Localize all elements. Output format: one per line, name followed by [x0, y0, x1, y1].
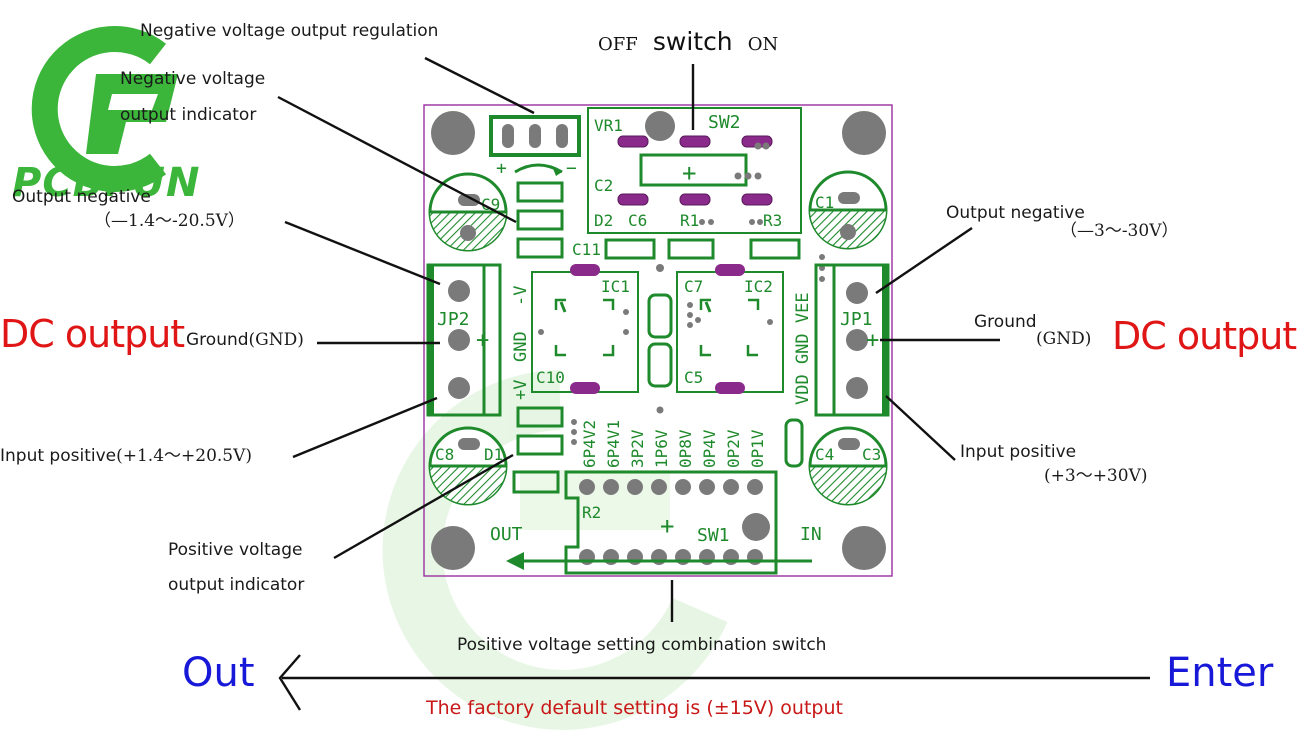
- enter-label: Enter: [1166, 650, 1274, 696]
- silk-sw2-plus: +: [682, 159, 696, 187]
- label-input-pos-right-2: (+3～+30V): [1044, 466, 1148, 486]
- input-pos-left-range: (+1.4～+20.5V): [116, 446, 253, 466]
- label-neg-regulation: Negative voltage output regulation: [140, 21, 439, 41]
- logo-text: PCBFUN: [12, 160, 201, 206]
- jp2-terminal: [426, 263, 502, 417]
- silk-jp2: JP2: [437, 309, 470, 330]
- silkscreen-labels: VR1 SW2 C2 D2 C6 R1 R3 + − + C9 C1 C11 I…: [435, 112, 881, 546]
- silk-r1: R1: [680, 211, 699, 230]
- leader-lines: [277, 56, 1150, 711]
- silk-c10: C10: [536, 368, 565, 387]
- capacitor-c4: [808, 426, 888, 506]
- smd-parts-mid: [604, 238, 804, 468]
- silk-c3: C3: [862, 445, 881, 464]
- silk-c8: C8: [435, 445, 454, 464]
- silk-pos-v: +V: [511, 380, 531, 400]
- silk-jp1-plus: +: [866, 328, 879, 353]
- board-flow-arrow: [506, 552, 812, 570]
- silk-vr1: VR1: [594, 116, 623, 135]
- silk-c9: C9: [481, 195, 500, 214]
- label-out-neg-left-2: （—1.4～-20.5V）: [94, 211, 245, 231]
- label-out-neg-right-1: Output negative: [946, 203, 1085, 223]
- label-neg-indicator-1: Negative voltage: [120, 69, 266, 89]
- switch-label-6: 0P2V: [724, 429, 743, 468]
- label-out-neg-left-1: Output negative: [12, 187, 151, 207]
- ground-left-gnd: (GND): [248, 330, 304, 350]
- silk-c2: C2: [594, 176, 613, 195]
- silk-ic1: IC1: [601, 277, 630, 296]
- silk-c6: C6: [628, 211, 647, 230]
- pcbfun-logo: PCBFUN: [8, 14, 228, 214]
- silk-c11: C11: [572, 240, 601, 259]
- input-pos-left-word: Input positive: [0, 446, 117, 466]
- out-label: Out: [182, 650, 255, 696]
- switch-label-5: 0P4V: [700, 429, 719, 468]
- silk-sw1: SW1: [697, 525, 730, 546]
- dc-output-left: DC output: [0, 312, 185, 356]
- factory-default-note: The factory default setting is (±15V) ou…: [426, 697, 843, 719]
- silk-r3: R3: [763, 211, 782, 230]
- switch-off-label: OFF: [598, 34, 638, 55]
- ic1-chip: [531, 264, 664, 394]
- switch-caption: OFF switch ON: [598, 27, 778, 56]
- silk-jp2-plus: +: [476, 328, 489, 353]
- silk-c7: C7: [684, 277, 703, 296]
- silk-sw2: SW2: [708, 112, 741, 133]
- switch-label-1: 6P4V1: [604, 420, 623, 468]
- switch-label-2: 3P2V: [628, 429, 647, 468]
- silk-sw1-plus: +: [660, 512, 674, 540]
- silk-jp1: JP1: [840, 309, 873, 330]
- silk-r2: R2: [582, 503, 601, 522]
- silk-d1: D1: [484, 445, 503, 464]
- switch-label-3: 1P6V: [652, 429, 671, 468]
- dc-output-right: DC output: [1112, 314, 1297, 358]
- capacitor-c1: [808, 170, 888, 250]
- mounting-holes: [431, 111, 886, 570]
- switch-label-7: 0P1V: [748, 429, 767, 468]
- label-input-pos-right-1: Input positive: [960, 442, 1077, 462]
- label-input-pos-left: Input positive(+1.4～+20.5V): [0, 446, 253, 467]
- switch-label-4: 0P8V: [676, 429, 695, 468]
- switch-word-label: switch: [652, 27, 733, 56]
- smd-parts-left: [512, 181, 564, 494]
- silk-c1: C1: [815, 193, 834, 212]
- label-pos-indicator-2: output indicator: [168, 575, 305, 595]
- logo-mark-icon: [31, 26, 178, 192]
- vr1-potentiometer: [489, 115, 581, 176]
- label-pos-indicator-1: Positive voltage: [168, 540, 303, 560]
- label-ground-right-2: (GND): [1036, 329, 1092, 349]
- silk-vr-plus: +: [496, 158, 507, 179]
- silk-c5: C5: [684, 368, 703, 387]
- silk-vr-minus: −: [566, 158, 577, 179]
- label-ground-right-1: Ground: [974, 312, 1037, 332]
- label-neg-indicator-2: output indicator: [120, 105, 257, 125]
- silk-in: IN: [800, 524, 822, 545]
- silk-d2: D2: [594, 211, 613, 230]
- silk-c4: C4: [815, 445, 834, 464]
- silk-neg-v: -V: [511, 286, 531, 306]
- capacitor-c8: [428, 426, 508, 506]
- label-ground-left: Ground(GND): [186, 330, 304, 351]
- capacitor-c9: [428, 172, 508, 252]
- label-out-neg-right-2: （—3～-30V）: [1060, 221, 1179, 241]
- silk-out: OUT: [490, 524, 523, 545]
- label-combo-switch: Positive voltage setting combination swi…: [457, 635, 827, 655]
- ground-left-word: Ground: [186, 330, 249, 350]
- silk-vdd-gnd-vee: VDD GND VEE: [793, 292, 813, 405]
- switch-position-labels: 6P4V2 6P4V1 3P2V 1P6V 0P8V 0P4V 0P2V 0P1V: [580, 420, 767, 468]
- sw2-block: [587, 107, 802, 234]
- silk-gnd: GND: [511, 331, 531, 362]
- silk-ic2: IC2: [744, 277, 773, 296]
- switch-label-0: 6P4V2: [580, 420, 599, 468]
- switch-on-label: ON: [747, 34, 779, 55]
